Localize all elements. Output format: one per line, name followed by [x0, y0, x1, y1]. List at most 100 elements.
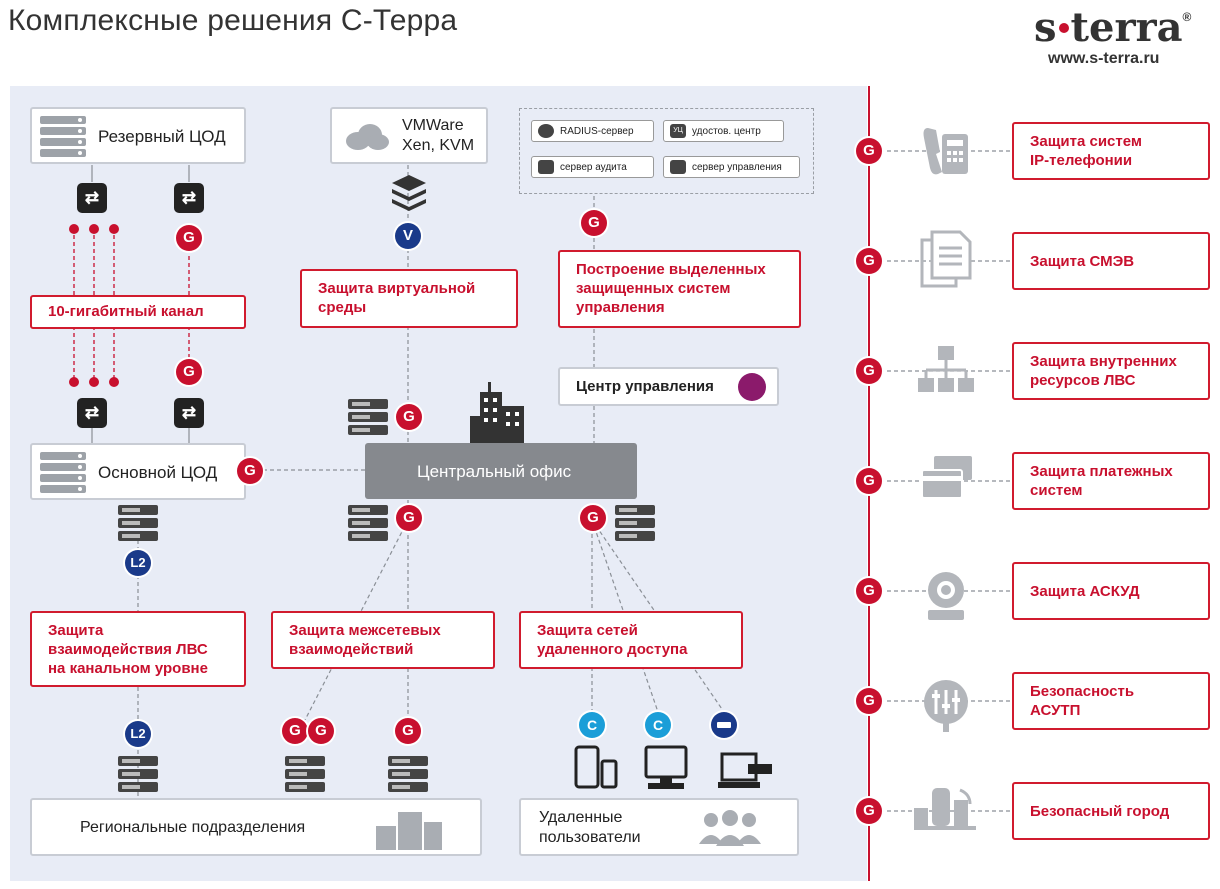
- mobile-devices-icon: [574, 745, 618, 789]
- regional-label: Региональные подразделения: [80, 819, 306, 836]
- ca-person-icon: УЦ: [670, 124, 686, 138]
- remote-access-line: удаленного доступа: [537, 641, 688, 658]
- gate-g-badge: G: [308, 718, 334, 744]
- ip-telephony-line: Защита систем: [1030, 133, 1142, 150]
- central-office-label: Центральный офис: [417, 462, 572, 481]
- gate-g-badge: G: [581, 210, 607, 236]
- firewall-protection-line: Защита межсетевых: [289, 622, 441, 639]
- acs-line: Защита АСКУД: [1030, 583, 1140, 600]
- remote-access-line: Защита сетей: [537, 622, 638, 639]
- gateway-server-icon: [285, 756, 325, 792]
- ics-security-line: Безопасность: [1030, 683, 1135, 700]
- network-hub-icon: [738, 373, 766, 401]
- channel-port: [69, 224, 79, 234]
- lan-resources-card[interactable]: Защита внутренних ресурсов ЛВС: [1012, 342, 1210, 400]
- logo-mark: ®: [1182, 10, 1192, 24]
- main-dc-box[interactable]: Основной ЦОД: [30, 443, 246, 500]
- channel-label-text: 10-гигабитный канал: [48, 303, 204, 320]
- gateway-server-icon: [615, 505, 655, 541]
- server-rack-icon: [40, 452, 86, 496]
- gateway-server-icon: [388, 756, 428, 792]
- laptop-token-icon: [718, 752, 772, 788]
- ip-phone-icon: [923, 128, 968, 175]
- control-center-label: Центр управления: [576, 378, 714, 395]
- channel-label: 10-гигабитный канал: [30, 295, 246, 329]
- control-panel-icon: [924, 680, 968, 732]
- client-c-badge: C: [579, 712, 605, 738]
- virtual-protection-line: Защита виртуальной: [318, 280, 476, 297]
- audit-server-chip[interactable]: сервер аудита: [531, 156, 654, 178]
- lan-resources-line: Защита внутренних: [1030, 353, 1177, 370]
- main-dc-label: Основной ЦОД: [98, 463, 218, 482]
- l2-badge: L2: [125, 721, 151, 747]
- channel-port: [109, 377, 119, 387]
- central-office-box[interactable]: Центральный офис: [365, 443, 637, 499]
- city-icon: [914, 788, 976, 830]
- safe-city-line: Безопасный город: [1030, 803, 1170, 820]
- ics-security-line: АСУТП: [1030, 702, 1081, 719]
- virtual-v-badge: V: [395, 223, 421, 249]
- gate-g-badge: G: [580, 505, 606, 531]
- channel-port: [89, 377, 99, 387]
- hypervisor-box[interactable]: VMWare Xen, KVM: [330, 107, 488, 164]
- gate-g-badge: G: [856, 798, 882, 824]
- office-tower-icon: [470, 382, 524, 446]
- l2-badge: L2: [125, 550, 151, 576]
- l2-protection-line: на канальном уровне: [48, 660, 208, 677]
- remote-users-line: Удаленные: [539, 809, 623, 826]
- payment-systems-line: Защита платежных: [1030, 463, 1173, 480]
- payment-systems-line: систем: [1030, 482, 1083, 499]
- regional-box[interactable]: Региональные подразделения: [30, 798, 482, 856]
- site-link[interactable]: www.s-terra.ru: [1048, 50, 1160, 67]
- hypervisor-line: VMWare: [402, 117, 464, 134]
- gate-g-badge: G: [856, 468, 882, 494]
- gate-g-badge: G: [856, 688, 882, 714]
- gate-g-badge: G: [856, 578, 882, 604]
- fingerprint-icon: [538, 124, 554, 138]
- channel-port: [109, 224, 119, 234]
- payment-cards-icon: [921, 456, 972, 499]
- dedicated-mgmt-line: защищенных систем: [576, 280, 731, 297]
- control-center-box[interactable]: Центр управления: [558, 367, 779, 406]
- gateway-server-icon: [348, 505, 388, 541]
- l2-protection-line: взаимодействия ЛВС: [48, 641, 208, 658]
- dedicated-mgmt-line: Построение выделенных: [576, 261, 766, 278]
- radius-server-chip[interactable]: RADIUS-сервер: [531, 120, 654, 142]
- acs-card[interactable]: Защита АСКУД: [1012, 562, 1210, 620]
- dedicated-mgmt-label: Построение выделенных защищенных систем …: [558, 250, 801, 328]
- remote-users-box[interactable]: Удаленные пользователи: [519, 798, 799, 856]
- virtual-stack-icon: [392, 175, 426, 211]
- remote-access-label: Защита сетей удаленного доступа: [519, 611, 743, 669]
- smev-card[interactable]: Защита СМЭВ: [1012, 232, 1210, 290]
- lan-resources-line: ресурсов ЛВС: [1030, 372, 1136, 389]
- ip-telephony-line: IP-телефонии: [1030, 152, 1133, 169]
- gateway-server-icon: [348, 399, 388, 435]
- desktop-icon: [644, 745, 688, 789]
- management-server-label: сервер управления: [692, 162, 782, 173]
- safe-city-card[interactable]: Безопасный город: [1012, 782, 1210, 840]
- gate-g-badge: G: [856, 248, 882, 274]
- reserve-dc-box[interactable]: Резервный ЦОД: [30, 107, 246, 164]
- server-rack-icon: [40, 116, 86, 160]
- gate-g-badge: G: [856, 358, 882, 384]
- reserve-dc-label: Резервный ЦОД: [98, 127, 226, 146]
- gate-g-badge: G: [396, 404, 422, 430]
- channel-port: [69, 377, 79, 387]
- virtual-protection-line: среды: [318, 299, 367, 316]
- payment-systems-card[interactable]: Защита платежных систем: [1012, 452, 1210, 510]
- remote-users-line: пользователи: [539, 829, 641, 846]
- users-group-icon: [699, 810, 761, 846]
- audit-server-label: сервер аудита: [560, 162, 627, 173]
- documents-icon: [920, 230, 972, 288]
- l2-protection-label: Защита взаимодействия ЛВС на канальном у…: [30, 611, 246, 687]
- cloud-icon: [346, 124, 389, 150]
- token-badge: [711, 712, 737, 738]
- firewall-protection-label: Защита межсетевых взаимодействий: [271, 611, 495, 669]
- firewall-protection-line: взаимодействий: [289, 641, 414, 658]
- switch-icon: ⇄: [77, 183, 107, 213]
- management-server-chip[interactable]: сервер управления: [663, 156, 800, 178]
